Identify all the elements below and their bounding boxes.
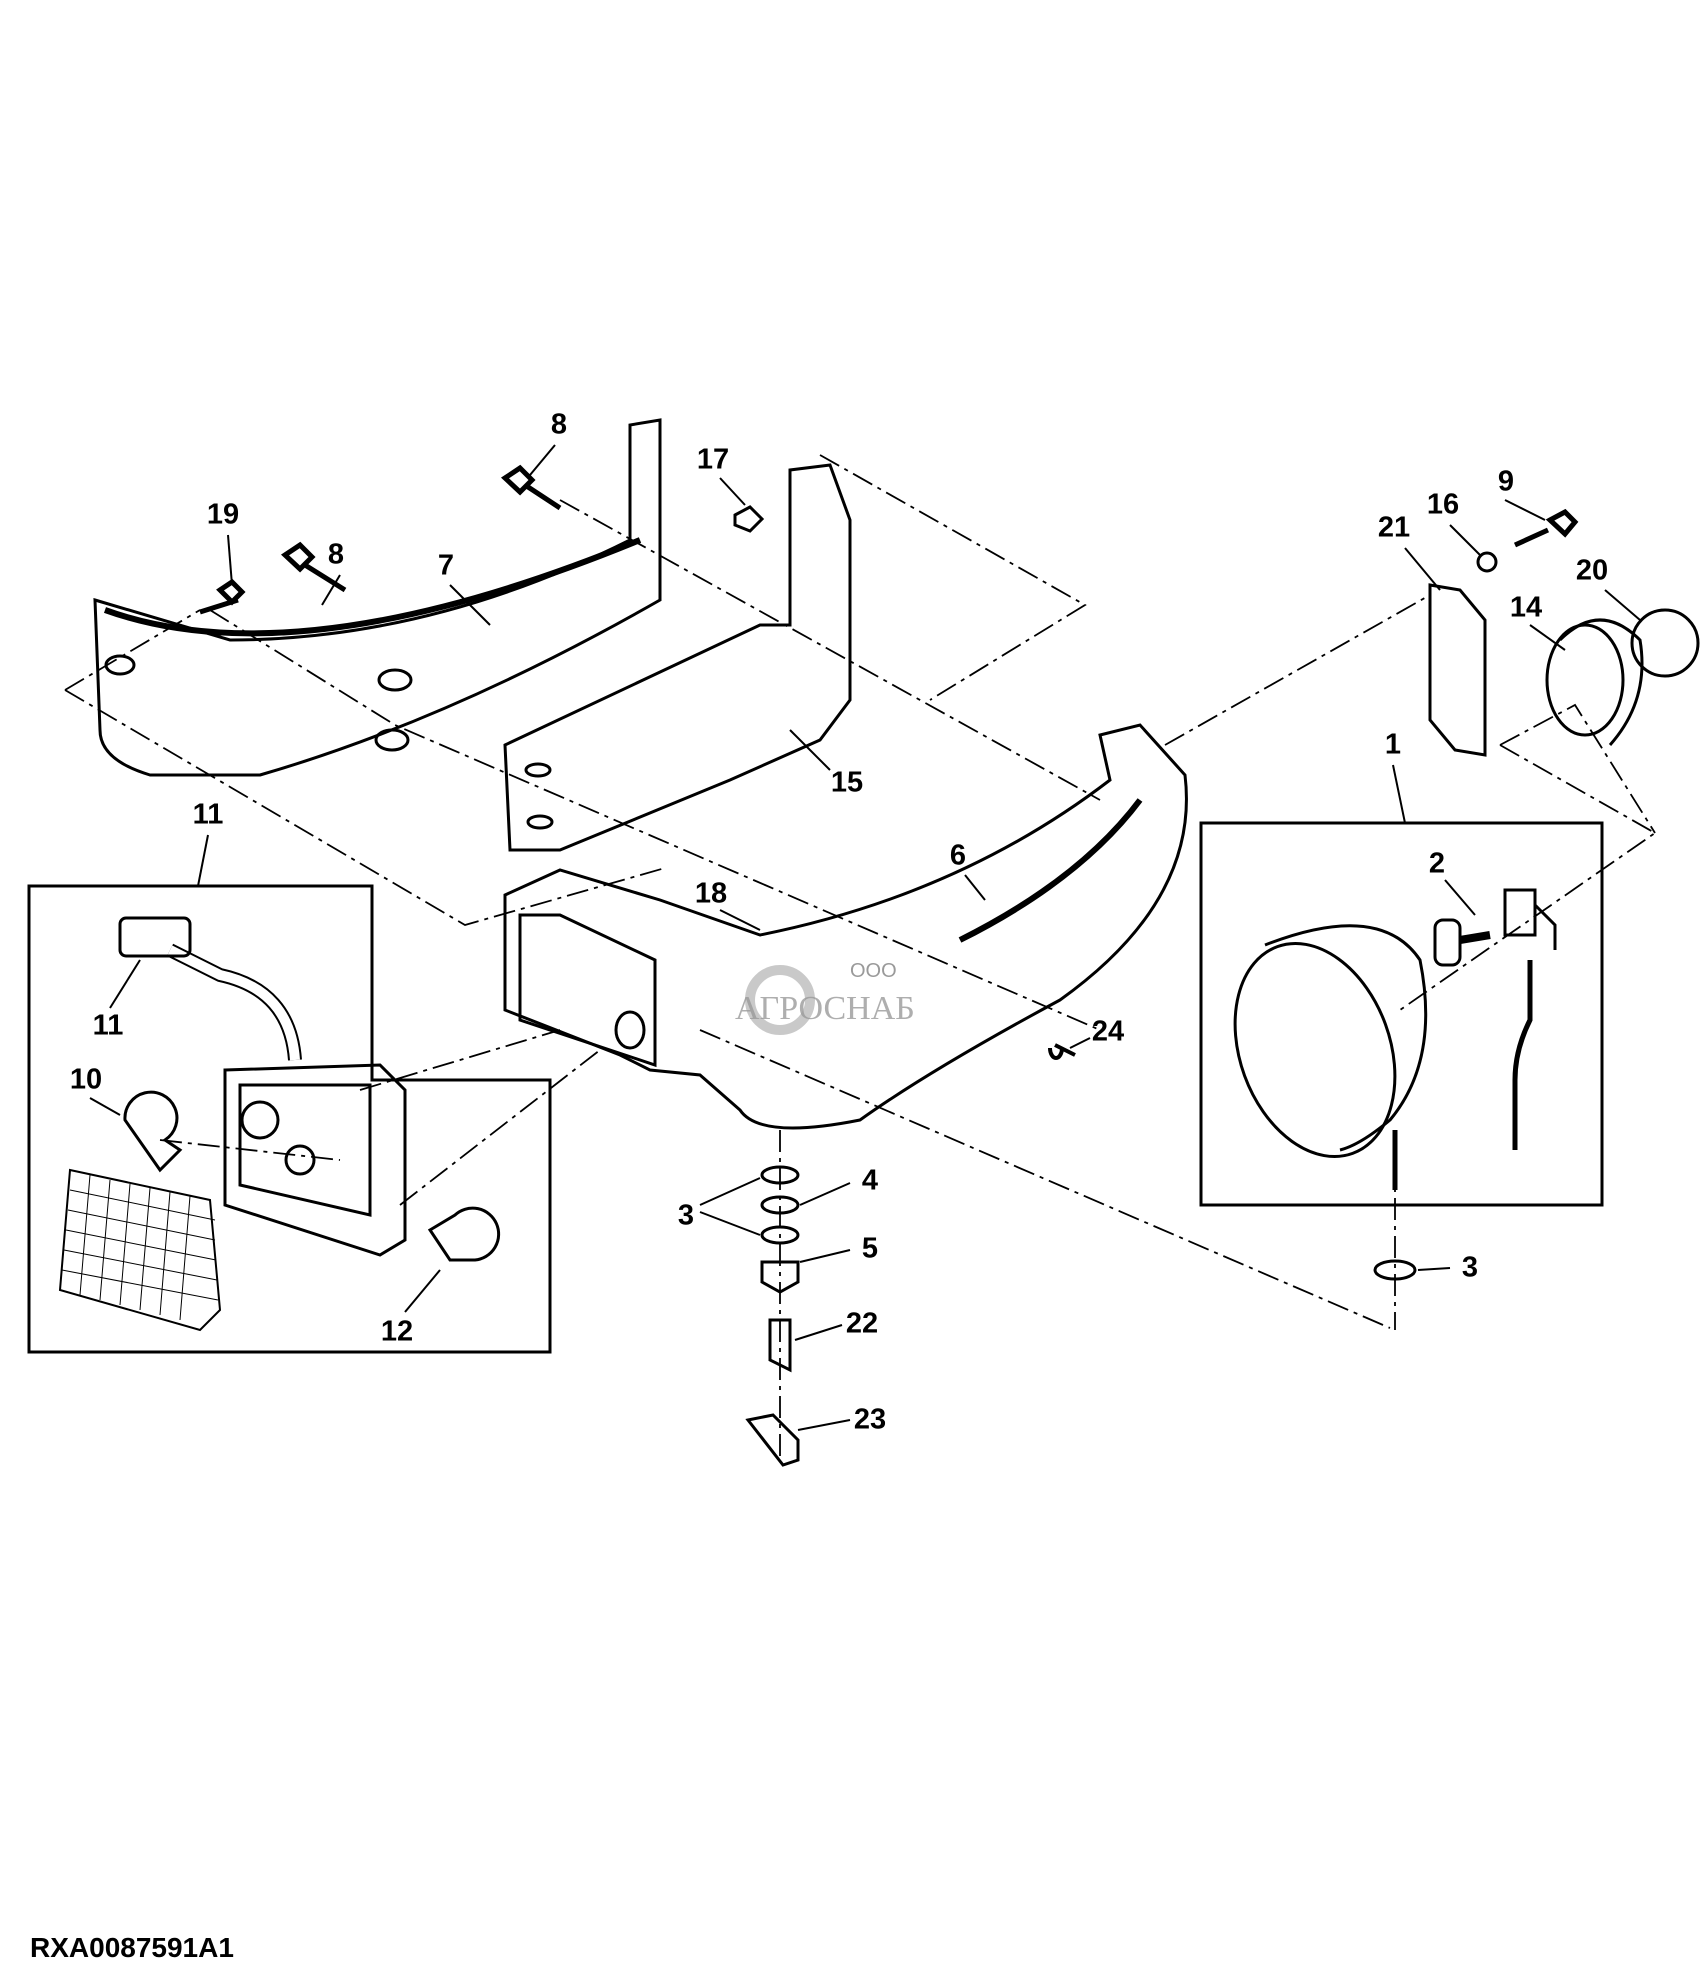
callout-3: 3 [677, 1199, 695, 1232]
lens [58, 1168, 222, 1332]
callout-13: 11 [192, 798, 224, 831]
callout-9: 9 [1497, 465, 1515, 498]
callout-3-headlight: 3 [1461, 1251, 1479, 1284]
part-21-plate [1428, 583, 1487, 757]
callout-19: 19 [206, 498, 240, 531]
callout-4: 4 [861, 1164, 879, 1197]
part-1-headlight [1233, 941, 1397, 1159]
assembly-lines [64, 454, 1657, 1460]
callout-7: 7 [437, 549, 455, 582]
watermark-prefix: ООО [850, 960, 897, 982]
callout-21: 21 [1377, 511, 1411, 544]
part-20-ring [1630, 608, 1700, 678]
callout-10: 10 [69, 1063, 103, 1096]
callout-24: 24 [1091, 1015, 1125, 1048]
part-7-shield [93, 418, 662, 777]
callout-1: 1 [1384, 728, 1402, 761]
callout-22: 22 [845, 1307, 879, 1340]
callout-6: 6 [949, 839, 967, 872]
callout-8: 8 [550, 408, 568, 441]
assembly-box-1 [1199, 821, 1604, 1207]
fasteners [199, 464, 1579, 1467]
watermark-logo [745, 965, 815, 1035]
figure-code: RXA0087591A1 [30, 1932, 234, 1963]
callout-18: 18 [694, 877, 728, 910]
part-6-housing [503, 723, 1188, 1130]
callout-14: 14 [1509, 591, 1543, 624]
watermark-text: АГРОСНАБ [735, 990, 915, 1027]
leader-lines [89, 444, 1641, 1431]
callout-12: 12 [380, 1315, 414, 1348]
callout-16: 16 [1426, 488, 1460, 521]
callout-5: 5 [861, 1232, 879, 1265]
assembly-box-13 [27, 884, 552, 1354]
part-15-bracket [503, 463, 852, 852]
part-14-bezel [1545, 623, 1625, 737]
part-10-bulb [123, 1090, 183, 1173]
callout-15: 15 [830, 766, 864, 799]
callout-20: 20 [1575, 554, 1609, 587]
callout-2: 2 [1428, 847, 1446, 880]
callout-17: 17 [696, 443, 730, 476]
part-12-bulb [427, 1206, 501, 1262]
part-13-lamp [223, 1063, 407, 1257]
callout-8-lower: 8 [327, 538, 345, 571]
callout-23: 23 [853, 1403, 887, 1436]
callout-11: 11 [92, 1009, 124, 1042]
part-2-bulb [1503, 888, 1557, 950]
